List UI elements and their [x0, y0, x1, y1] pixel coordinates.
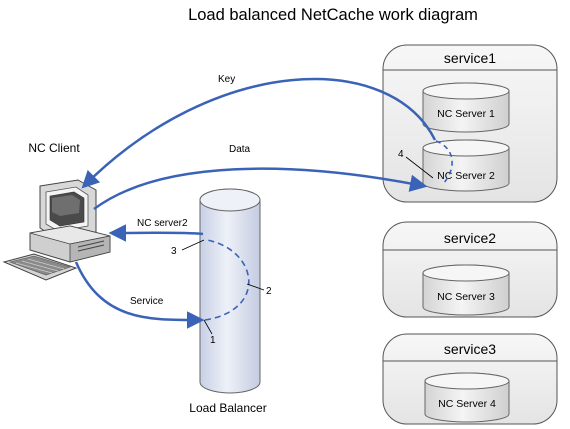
step-4-label: 4	[398, 149, 404, 160]
step-3-label: 3	[171, 246, 177, 257]
nc-client-label: NC Client	[28, 141, 80, 155]
step-2-label: 2	[266, 286, 272, 297]
nc-server-4-cylinder: NC Server 4	[424, 372, 510, 423]
server2-dashed-path	[435, 140, 453, 185]
service-arrow-label: Service	[130, 296, 164, 307]
balancer-dashed-path	[204, 239, 250, 321]
service-arrow	[74, 261, 205, 329]
nc-server-4-label: NC Server 4	[438, 398, 496, 410]
step-1-label: 1	[210, 335, 216, 346]
nc-server-1-label: NC Server 1	[437, 108, 495, 120]
data-arrow	[93, 167, 428, 211]
nc-server-3-label: NC Server 3	[437, 291, 495, 303]
load-balancer-cylinder	[199, 188, 261, 394]
load-balancer-label: Load Balancer	[189, 401, 266, 415]
nc-server-1-cylinder: NC Server 1	[422, 82, 510, 133]
service3-label: service3	[444, 341, 496, 357]
nc-server-2-label: NC Server 2	[437, 170, 495, 182]
nc-server2-arrow-label: NC server2	[137, 218, 188, 229]
data-arrow-label: Data	[229, 144, 251, 155]
nc-server2-arrow	[108, 224, 204, 242]
service2-label: service2	[444, 230, 496, 246]
nc-client-computer-icon	[2, 179, 111, 281]
key-arrow	[81, 77, 437, 189]
diagram-title: Load balanced NetCache work diagram	[188, 6, 478, 24]
key-arrow-label: Key	[218, 74, 235, 85]
service1-label: service1	[444, 50, 496, 66]
nc-server-2-cylinder: NC Server 2	[422, 139, 510, 192]
nc-server-3-cylinder: NC Server 3	[422, 264, 510, 316]
